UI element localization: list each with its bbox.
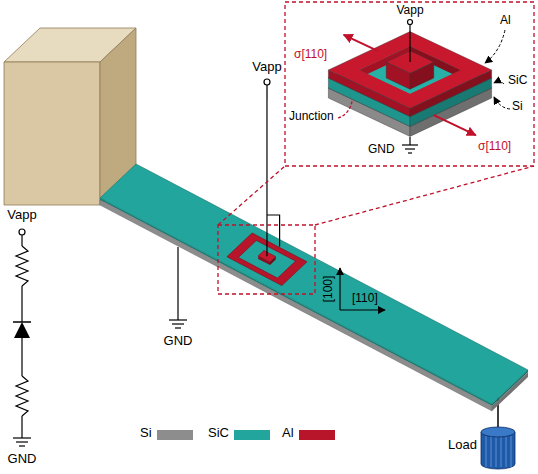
material-label: SiC [508, 74, 527, 88]
ground-wire [409, 137, 410, 145]
diode-symbol [14, 322, 30, 338]
zoom-leader [315, 166, 534, 225]
zoom-box [218, 225, 315, 294]
legend-swatch [234, 430, 270, 440]
ground-label: GND [8, 452, 37, 467]
axis-arrow [339, 268, 340, 310]
junction-leader [338, 100, 352, 118]
legend-text: Al [282, 426, 294, 441]
resistor-symbol [16, 246, 28, 286]
vapp-wire [266, 85, 267, 256]
load-stripe [501, 436, 502, 467]
pointer-arrow [494, 82, 504, 84]
wire [21, 286, 22, 322]
terminal-label: Vapp [252, 60, 281, 75]
stress-arrow [344, 35, 378, 51]
load-stripe [506, 436, 507, 467]
terminal-label: Vapp [396, 4, 423, 18]
ground-symbol [402, 137, 418, 153]
inset-frame [285, 2, 534, 166]
wire [21, 338, 22, 376]
ground-bar [405, 148, 415, 149]
ground-bar [13, 437, 31, 438]
legend-text: SiC [208, 426, 229, 441]
beam-top [100, 164, 528, 404]
stress-label: σ[110] [478, 140, 511, 154]
axis-label: [110] [352, 292, 378, 306]
ground-bar [16, 441, 28, 442]
ground-bar [172, 323, 184, 324]
resistor-symbol [16, 376, 28, 416]
ground-label: GND [368, 143, 395, 157]
legend-swatch [157, 430, 193, 440]
terminal-label: Vapp [7, 208, 36, 223]
terminal [408, 20, 413, 25]
zoom-leader [218, 166, 285, 225]
ground-bar [175, 327, 181, 328]
load-label: Load [448, 438, 477, 453]
ground-bar [408, 152, 412, 153]
junction-label: Junction [289, 110, 334, 124]
wire [21, 235, 22, 246]
pointer-arrow [494, 97, 510, 109]
axis-label: [100] [322, 276, 336, 303]
axis-arrow [340, 309, 385, 310]
load-stripe [511, 436, 512, 467]
terminal [19, 229, 25, 235]
pointer-arrow [485, 30, 505, 63]
material-label: Si [512, 100, 523, 114]
ground-wire [177, 247, 178, 320]
load-stripe [486, 436, 487, 467]
load-stripe [491, 436, 492, 467]
material-label: Al [500, 14, 511, 28]
ground-bar [402, 144, 418, 145]
clamp-block [4, 28, 136, 205]
ground-bar [19, 445, 25, 446]
cantilever-beam [100, 164, 528, 411]
load-body [481, 432, 515, 469]
vapp-wire [409, 25, 410, 63]
ground-symbol [169, 247, 187, 328]
beam-front-si [100, 200, 492, 411]
clamp-front [4, 62, 100, 205]
vapp-wire [267, 215, 280, 246]
stress-arrow [434, 115, 476, 135]
diode-bar [13, 321, 31, 323]
terminal [264, 79, 270, 85]
legend-text: Si [140, 426, 152, 441]
wire [21, 416, 22, 438]
load-top [481, 427, 515, 437]
ground-bar [169, 319, 187, 320]
stress-label: σ[110] [294, 48, 327, 62]
load-stripe [496, 436, 497, 467]
diode-circuit [13, 229, 31, 446]
ground-label: GND [164, 334, 193, 349]
legend-swatch [299, 430, 335, 440]
